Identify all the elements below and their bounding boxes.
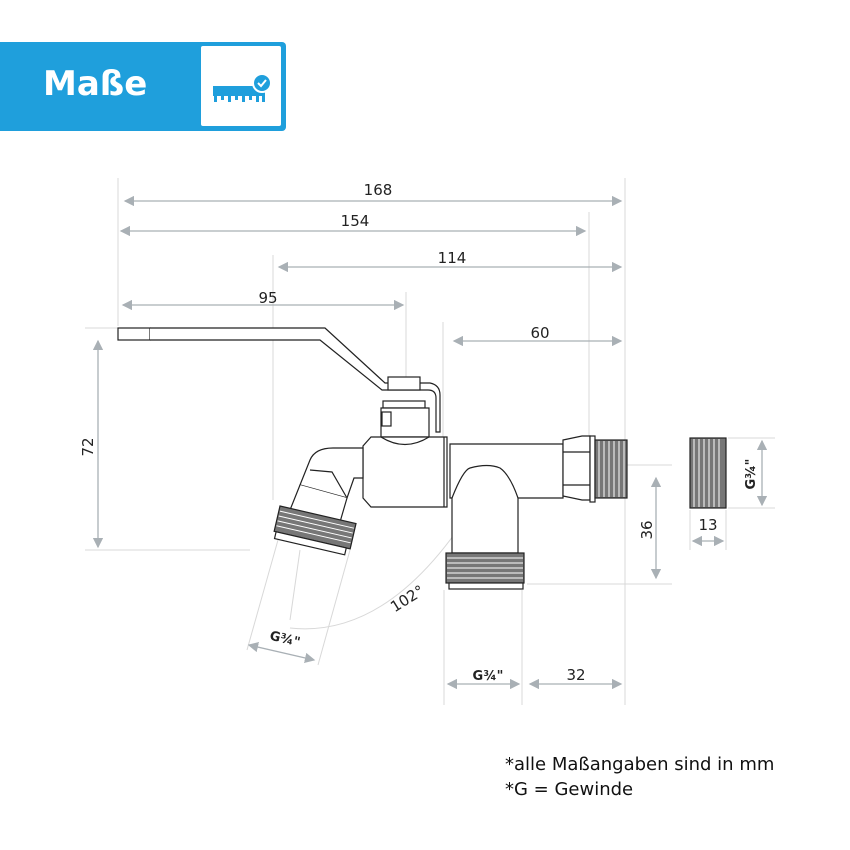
dim-32: 32 [566, 666, 585, 684]
dim-13: 13 [698, 516, 717, 534]
thread-right-label: G¾" [744, 459, 759, 490]
thread-bottom-label: G¾" [473, 669, 504, 684]
dim-114: 114 [438, 249, 467, 267]
dim-36: 36 [638, 520, 656, 539]
footnotes: *alle Maßangaben sind in mm *G = Gewinde [505, 752, 774, 802]
page-title: Maße [43, 64, 148, 104]
dim-154: 154 [341, 212, 370, 230]
ruler-check-icon [201, 46, 281, 126]
valve-drawing [117, 327, 727, 590]
dim-95: 95 [258, 289, 277, 307]
dim-60: 60 [530, 324, 549, 342]
dimension-lines [92, 195, 768, 690]
note-units: *alle Maßangaben sind in mm [505, 754, 775, 775]
thread-left-label: G¾" [268, 629, 301, 651]
header-banner: Maße [0, 42, 286, 131]
handle-lever [150, 327, 441, 433]
note-thread: *G = Gewinde [505, 779, 634, 800]
dim-72: 72 [79, 437, 97, 456]
handle-grip [117, 327, 151, 341]
dim-168: 168 [364, 181, 393, 199]
